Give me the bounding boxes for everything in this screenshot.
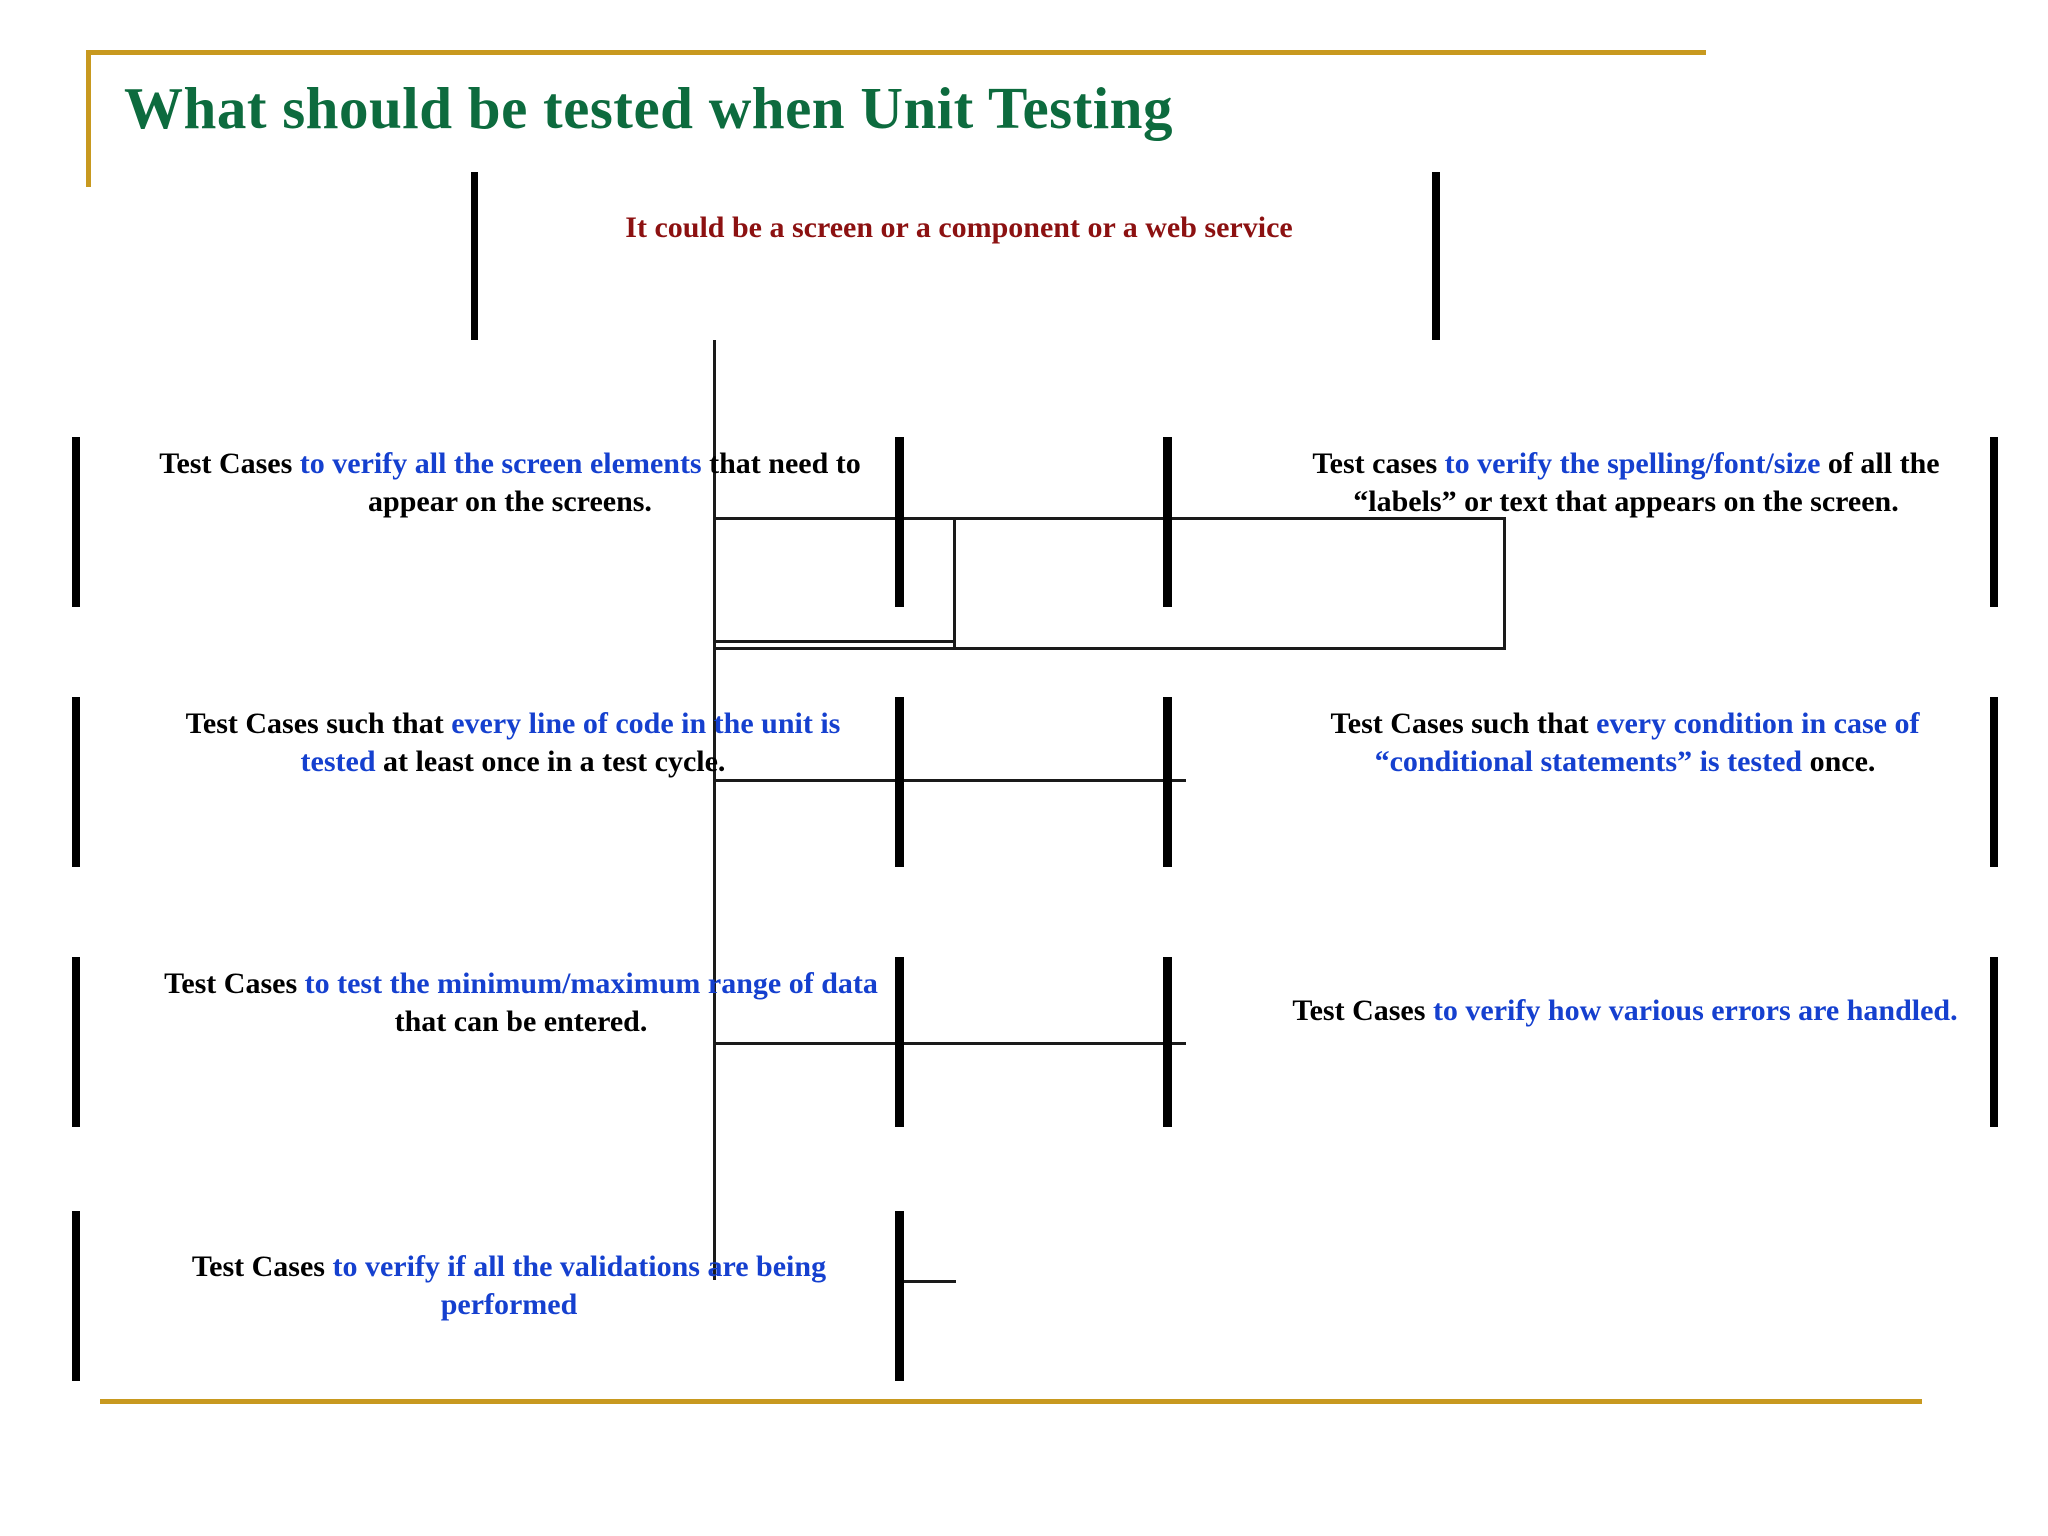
text-run-black: Test Cases <box>159 447 300 480</box>
item-screen-elements-text: Test Cases to verify all the screen elem… <box>150 445 870 522</box>
text-run-black: Test Cases <box>164 967 305 1000</box>
connector-row1-right-elbow-vertical <box>1503 517 1506 649</box>
connector-row2-left <box>713 779 953 782</box>
text-run-black: Test Cases <box>1292 994 1433 1027</box>
text-run-black: Test Cases such that <box>1330 707 1597 740</box>
connector-row3-right <box>946 1042 1186 1045</box>
item-min-max-range-right-bracket <box>895 957 904 1127</box>
text-run-blue: to verify how various errors are handled… <box>1432 994 1958 1027</box>
connector-row1-left-inner-vertical <box>953 517 956 647</box>
bottom-gold-rule <box>100 1399 1922 1404</box>
item-every-line-of-code-right-bracket <box>895 697 904 867</box>
item-every-line-of-code-text: Test Cases such that every line of code … <box>150 705 876 782</box>
header-note-text: It could be a screen or a component or a… <box>625 211 1293 244</box>
text-run-black: Test cases <box>1312 447 1445 480</box>
top-gold-rule <box>86 50 1706 55</box>
item-min-max-range-left-bracket <box>72 957 80 1127</box>
item-every-line-of-code-left-bracket <box>72 697 80 867</box>
item-error-handling-text: Test Cases to verify how various errors … <box>1258 992 1992 1030</box>
item-every-condition-text: Test Cases such that every condition in … <box>1258 705 1992 782</box>
text-run-blue: every line of code in the unit is tested <box>300 707 841 779</box>
header-note-left-bracket <box>471 172 478 340</box>
item-every-condition-left-bracket <box>1163 697 1172 867</box>
connector-row2-right <box>946 779 1186 782</box>
text-run-black: that need to appear on the screens. <box>368 447 861 519</box>
text-run-black: that can be entered. <box>394 1005 648 1039</box>
connector-row1-right-elbow-horizontal <box>716 647 1506 650</box>
page-title: What should be tested when Unit Testing <box>124 75 1173 141</box>
text-run-blue: to verify the spelling/font/size <box>1444 447 1828 480</box>
item-error-handling-left-bracket <box>1163 957 1172 1127</box>
item-spelling-font-size-left-bracket <box>1163 437 1172 607</box>
item-validations-right-bracket <box>895 1211 904 1381</box>
connector-row4-left <box>903 1280 956 1283</box>
item-validations-left-bracket <box>72 1211 80 1381</box>
connector-row3-left <box>713 1042 953 1045</box>
connector-row1-left-return <box>713 640 956 643</box>
item-every-condition-right-bracket <box>1990 697 1998 867</box>
item-spelling-font-size-right-bracket <box>1990 437 1998 607</box>
item-screen-elements-left-bracket <box>72 437 80 607</box>
item-spelling-font-size-text: Test cases to verify the spelling/font/s… <box>1270 445 1982 522</box>
text-run-black: at least once in a test cycle. <box>383 745 726 779</box>
text-run-black: Test Cases such that <box>185 707 452 740</box>
item-screen-elements-right-bracket <box>895 437 904 607</box>
text-run-blue: to test the minimum/maximum range of dat… <box>304 967 878 1000</box>
connector-row1-left <box>713 517 953 520</box>
trunk-vertical-line <box>713 340 716 1280</box>
text-run-blue: every condition in case of “conditional … <box>1374 707 1920 779</box>
text-run-black: once. <box>1809 745 1876 779</box>
text-run-black: Test Cases <box>191 1250 333 1283</box>
item-validations-text: Test Cases to verify if all the validati… <box>190 1248 828 1325</box>
item-min-max-range-text: Test Cases to test the minimum/maximum r… <box>150 965 892 1042</box>
left-gold-rule <box>86 50 91 187</box>
header-note-right-bracket <box>1432 172 1440 340</box>
text-run-blue: to verify if all the validations are bei… <box>332 1250 827 1322</box>
connector-row1-right <box>946 517 1506 520</box>
text-run-black: of all the “labels” or text that appears… <box>1353 447 1940 519</box>
text-run-blue: to verify all the screen elements <box>299 447 710 480</box>
item-error-handling-right-bracket <box>1990 957 1998 1127</box>
